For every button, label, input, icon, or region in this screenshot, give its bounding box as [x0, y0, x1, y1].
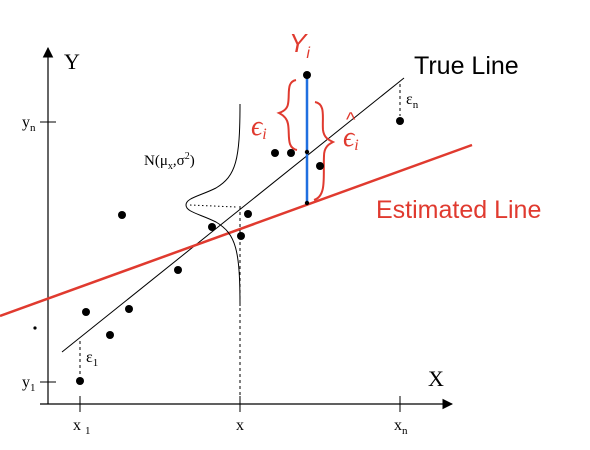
data-point: [271, 149, 279, 157]
x-tick-label-n: xn: [394, 417, 408, 437]
data-point: [106, 331, 114, 339]
epsilon-i-annotation: ϵi: [251, 111, 267, 143]
data-points: [33, 71, 404, 385]
epsilon-1-label: ε1: [86, 349, 98, 369]
y-i-annotation: Yi: [289, 28, 310, 62]
epsilon-i-brace: [276, 79, 298, 151]
true-line: [61, 77, 405, 353]
epsilon-n-label: εn: [406, 91, 419, 111]
data-point: [244, 210, 252, 218]
data-point: [82, 308, 90, 316]
distribution-label: N(μx,σ2): [144, 151, 195, 172]
data-point: [208, 223, 216, 231]
epsilon-i-hat-caret: ^: [346, 109, 356, 131]
estimated-line-point: [304, 200, 310, 206]
estimated-line: [0, 143, 473, 318]
data-point: [316, 162, 324, 170]
y-axis-label: Y: [64, 49, 80, 74]
normal-distribution-curve: [185, 103, 241, 307]
data-point: [396, 117, 404, 125]
data-point: [118, 211, 126, 219]
epsilon-i-hat-brace: [313, 101, 336, 201]
true-line-label: True Line: [414, 52, 519, 80]
distribution-mean-dotted-line: [189, 204, 237, 208]
data-point: [125, 305, 133, 313]
stray-mark: [33, 326, 37, 330]
data-point: [76, 377, 84, 385]
epsilon-i-hat-annotation: ϵi: [343, 122, 359, 154]
data-point: [174, 266, 182, 274]
true-line-point: [304, 149, 310, 155]
x-axis-label: X: [428, 366, 444, 391]
estimated-line-label: Estimated Line: [376, 196, 541, 224]
y-tick-label-n: yn: [22, 114, 36, 134]
data-point: [287, 149, 295, 157]
x-tick-label-mid: x: [236, 417, 244, 434]
data-point: [237, 232, 245, 240]
y-tick-label-1: y1: [22, 374, 36, 394]
data-point: [303, 71, 311, 79]
